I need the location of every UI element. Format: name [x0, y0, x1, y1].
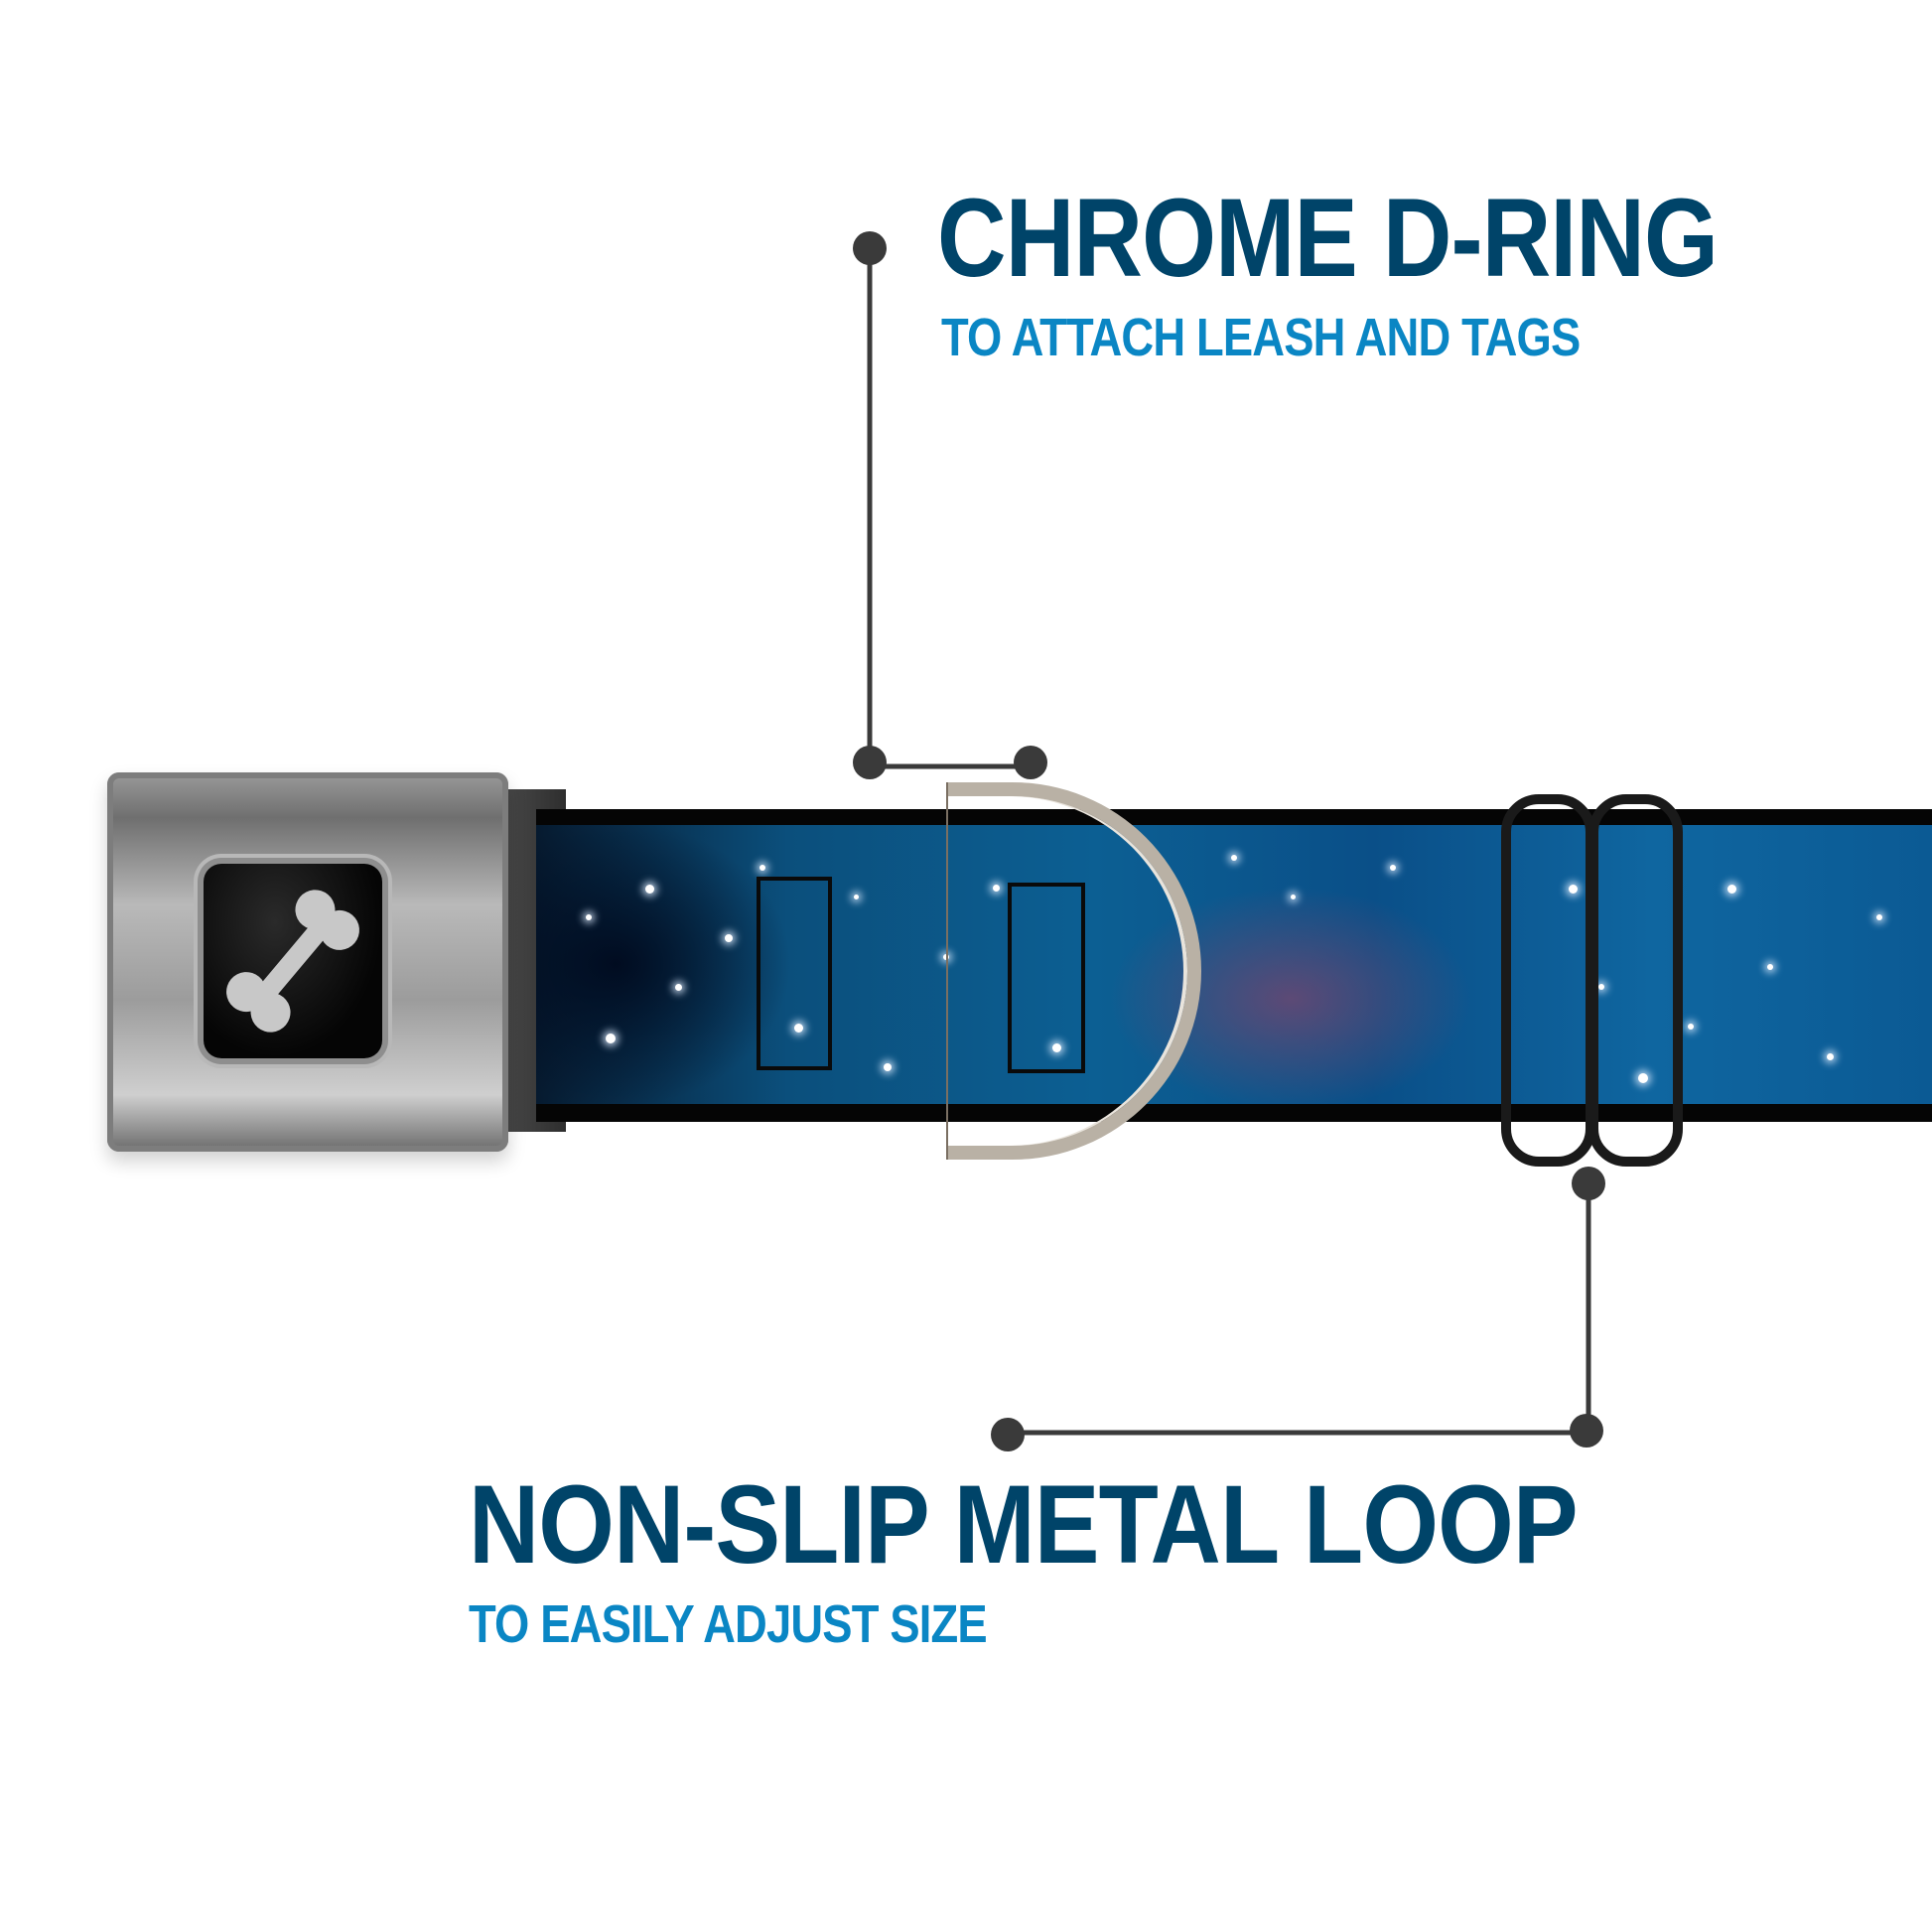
callout-vertical-line: [867, 248, 873, 762]
callout-horizontal-line: [1008, 1430, 1587, 1436]
callout-dot: [991, 1418, 1025, 1451]
feature-subtitle-d-ring: TO ATTACH LEASH AND TAGS: [941, 308, 1581, 367]
callout-horizontal-line: [870, 763, 1031, 769]
callout-dot: [853, 746, 887, 779]
collar-strap: [536, 809, 1932, 1122]
feature-title-loop: NON-SLIP METAL LOOP: [469, 1462, 1579, 1587]
buckle-emblem: [204, 864, 382, 1058]
metal-loop-left: [1501, 794, 1595, 1167]
feature-subtitle-loop: TO EASILY ADJUST SIZE: [469, 1594, 988, 1654]
box-stitch: [757, 877, 832, 1070]
callout-dot: [1014, 746, 1047, 779]
callout-vertical-line: [1586, 1183, 1591, 1430]
feature-title-d-ring: CHROME D-RING: [937, 176, 1719, 300]
metal-loop-right: [1588, 794, 1683, 1167]
bone-icon: [226, 890, 359, 1033]
